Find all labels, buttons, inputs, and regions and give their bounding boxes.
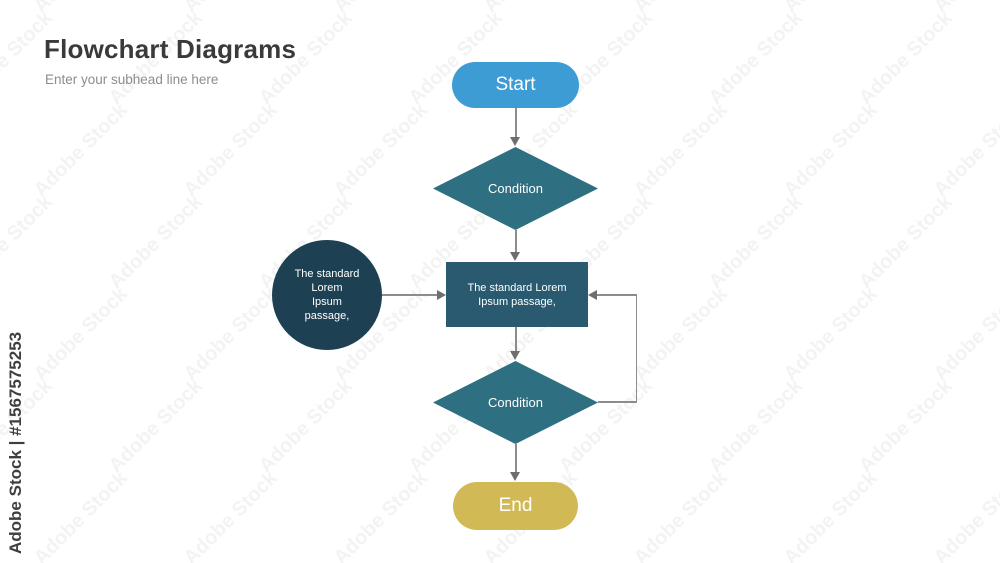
watermark-tile: Adobe Stock: [629, 467, 732, 563]
process-node-label: The standard Lorem Ipsum passage,: [467, 281, 567, 308]
flowchart-condition-node-bottom: Condition: [433, 361, 598, 444]
watermark-tile: Adobe Stock: [854, 375, 957, 478]
watermark-tile: Adobe Stock: [555, 559, 658, 563]
start-node-label: Start: [495, 74, 536, 95]
watermark-tile: Adobe Stock: [0, 191, 57, 294]
watermark-tile: Adobe Stock: [29, 283, 132, 386]
watermark-tile: Adobe Stock: [29, 467, 132, 563]
watermark-tile: Adobe Stock: [779, 283, 882, 386]
note-node-label: The standard Lorem Ipsum passage,: [294, 268, 360, 322]
watermark-tile: Adobe Stock: [329, 99, 432, 202]
watermark-tile: Adobe Stock: [104, 191, 207, 294]
watermark-tile: Adobe Stock: [254, 375, 357, 478]
watermark-tile: Adobe Stock: [780, 0, 883, 18]
watermark-tile: Adobe Stock: [30, 0, 133, 18]
watermark-tile: Adobe Stock: [704, 7, 807, 110]
arrowhead-down-icon: [510, 252, 520, 261]
flowchart-start-node: Start: [452, 62, 579, 108]
watermark-tile: Adobe Stock: [330, 0, 433, 18]
flowchart-condition-node-top: Condition: [433, 147, 598, 230]
watermark-tile: Adobe Stock: [929, 283, 1000, 386]
watermark-tile: Adobe Stock: [29, 99, 132, 202]
end-node-label: End: [498, 495, 533, 516]
watermark-tile: Adobe Stock: [705, 559, 808, 563]
watermark-tile: Adobe Stock: [629, 99, 732, 202]
watermark-tile: Adobe Stock: [779, 467, 882, 563]
watermark-tile: Adobe Stock: [929, 99, 1000, 202]
stock-watermark-vertical: Adobe Stock | #1567575253: [6, 331, 25, 554]
watermark-tile: Adobe Stock: [630, 0, 733, 18]
flowchart-end-node: End: [453, 482, 578, 530]
watermark-tile: Adobe Stock: [929, 467, 1000, 563]
flowchart-note-circle-node: The standard Lorem Ipsum passage,: [272, 240, 382, 350]
watermark-tile: Adobe Stock: [854, 191, 957, 294]
watermark-tile: Adobe Stock: [180, 0, 283, 18]
connector-condition2-to-end: [515, 444, 517, 473]
page-title: Flowchart Diagrams: [44, 34, 297, 64]
connector-note-to-process: [381, 294, 438, 296]
arrowhead-left-icon: [588, 289, 597, 300]
page-subtitle: Enter your subhead line here: [45, 72, 219, 87]
watermark-tile: Adobe Stock: [105, 559, 208, 563]
watermark-tile: Adobe Stock: [779, 99, 882, 202]
connector-condition-to-process: [515, 230, 517, 253]
watermark-tile: Adobe Stock: [629, 283, 732, 386]
arrowhead-down-icon: [510, 351, 520, 360]
watermark-tile: Adobe Stock: [405, 559, 508, 563]
flowchart-process-node: The standard Lorem Ipsum passage,: [446, 262, 588, 327]
condition-node-label: Condition: [488, 395, 543, 410]
watermark-tile: Adobe Stock: [854, 7, 957, 110]
feedback-loop-bottom-segment: [598, 401, 637, 403]
connector-process-to-condition2: [515, 327, 517, 352]
arrowhead-right-icon: [437, 289, 446, 300]
watermark-tile: Adobe Stock: [480, 0, 583, 18]
watermark-tile: Adobe Stock: [179, 283, 282, 386]
watermark-tile: Adobe Stock: [930, 0, 1000, 18]
watermark-tile: Adobe Stock: [179, 467, 282, 563]
watermark-tile: Adobe Stock: [704, 191, 807, 294]
connector-start-to-condition: [515, 108, 517, 139]
arrowhead-down-icon: [510, 472, 520, 481]
condition-node-label: Condition: [488, 181, 543, 196]
feedback-loop-top-segment: [597, 294, 637, 296]
watermark-tile: Adobe Stock: [704, 375, 807, 478]
watermark-tile: Adobe Stock: [255, 559, 358, 563]
arrowhead-down-icon: [510, 137, 520, 146]
feedback-loop-vertical-segment: [635, 294, 637, 402]
watermark-tile: Adobe Stock: [0, 559, 57, 563]
watermark-tile: Adobe Stock: [104, 375, 207, 478]
watermark-tile: Adobe Stock: [329, 467, 432, 563]
watermark-tile: Adobe Stock: [855, 559, 958, 563]
watermark-tile: Adobe Stock: [179, 99, 282, 202]
